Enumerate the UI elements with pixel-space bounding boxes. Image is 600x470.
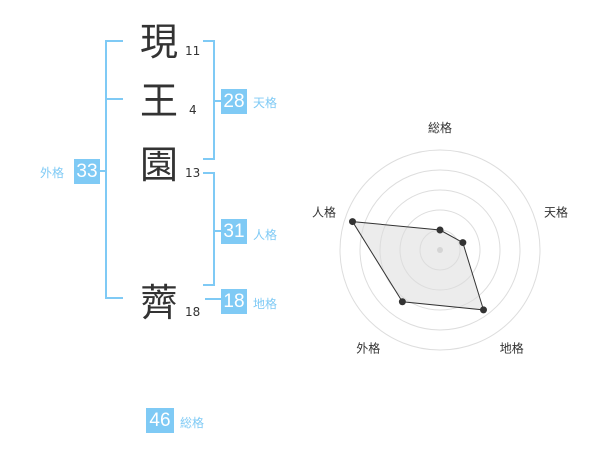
stroke-count-3: 13 [185, 166, 201, 180]
name-char-2: 王 [140, 79, 179, 123]
radar-axis-label-4: 外格 [356, 341, 380, 356]
jinkaku-bracket-top [203, 172, 215, 174]
radar-point-2 [459, 239, 467, 247]
chikaku-label: 地格 [253, 297, 278, 311]
gaikaku-bracket-vertical [105, 40, 107, 299]
soukaku-value: 46 [146, 408, 174, 433]
gaikaku-bracket-top [105, 40, 123, 42]
gaikaku-bracket-mid [105, 98, 123, 100]
stroke-count-2: 4 [189, 103, 197, 117]
radar-point-4 [398, 298, 406, 306]
tenkaku-label: 天格 [253, 96, 278, 110]
radar-ring [359, 169, 521, 331]
jinkaku-bracket-connector [213, 230, 221, 232]
jinkaku-bracket-vertical [213, 172, 215, 286]
radar-point-3 [479, 306, 487, 314]
radar-point-5 [349, 218, 357, 226]
chikaku-connector [205, 298, 221, 300]
tenkaku-value: 28 [221, 89, 247, 114]
radar-axis-label-2: 天格 [544, 204, 568, 219]
gaikaku-bracket-connector [99, 170, 107, 172]
radar-axis-label-3: 地格 [500, 341, 524, 356]
gaikaku-value: 33 [74, 159, 100, 184]
jinkaku-label: 人格 [253, 228, 278, 242]
jinkaku-bracket-bottom [203, 284, 215, 286]
stroke-count-1: 11 [185, 44, 201, 58]
chikaku-value: 18 [221, 289, 247, 314]
jinkaku-value: 31 [221, 219, 247, 244]
name-char-4: 薺 [140, 281, 179, 325]
name-char-1: 現 [140, 20, 179, 64]
gaikaku-bracket-bottom [105, 297, 123, 299]
gaikaku-label: 外格 [40, 166, 65, 180]
soukaku-label: 総格 [180, 416, 205, 430]
radar-axis-label-1: 総格 [428, 120, 452, 135]
name-char-3: 園 [140, 143, 179, 187]
radar-ring [339, 149, 541, 351]
radar-value-polygon [351, 220, 485, 311]
tenkaku-bracket-top [203, 40, 215, 42]
tenkaku-bracket-bottom [203, 158, 215, 160]
radar-axis-label-5: 人格 [312, 204, 336, 219]
stroke-count-4: 18 [185, 305, 201, 319]
tenkaku-bracket-connector [213, 100, 221, 102]
radar-point-1 [436, 226, 444, 234]
